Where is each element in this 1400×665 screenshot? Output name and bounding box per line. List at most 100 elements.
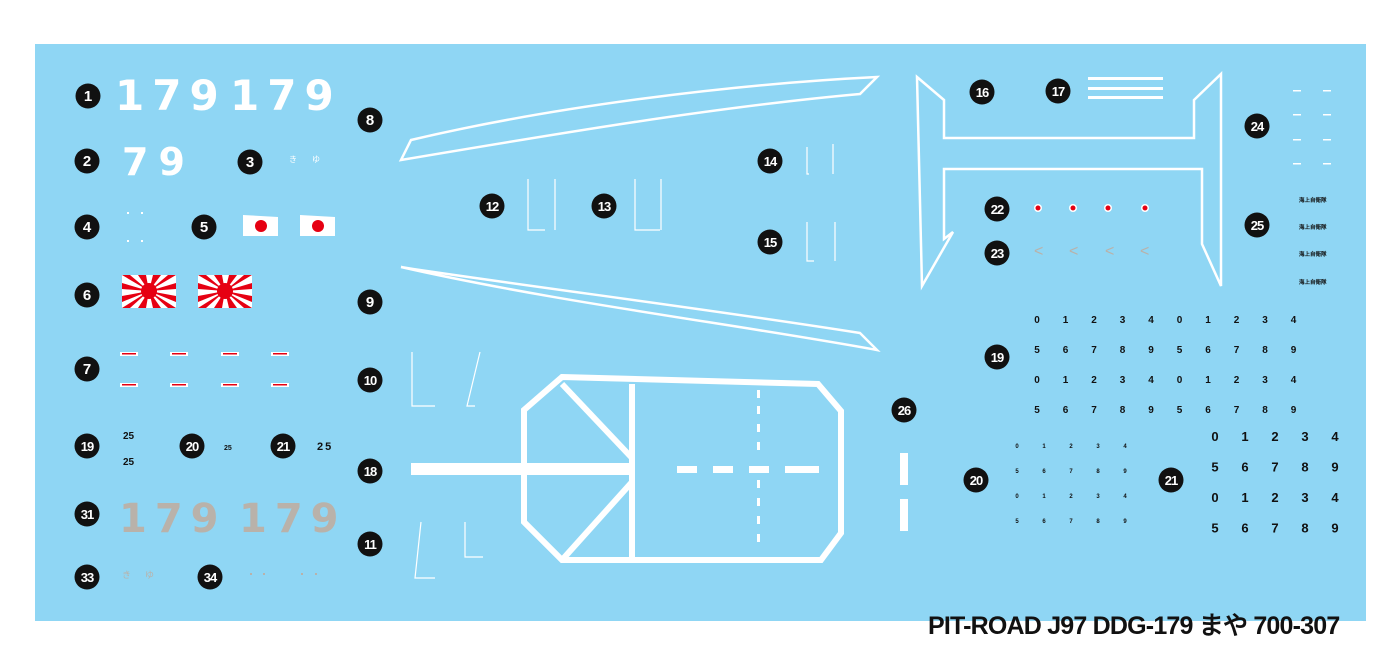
- dot-mark: [127, 212, 129, 214]
- digit-21: 6: [1241, 521, 1248, 536]
- small-number-3: 25: [224, 445, 232, 452]
- digit-20: 5: [1015, 469, 1019, 475]
- digit-19: 5: [1034, 405, 1040, 416]
- svg-text:2: 2: [83, 153, 91, 170]
- number-badge-20: 20: [179, 433, 205, 459]
- sheet-title: PIT-ROAD J97 DDG-179 まや 700-307: [928, 612, 1340, 640]
- digit-21: 5: [1211, 460, 1218, 475]
- dot-mark: [127, 240, 129, 242]
- small-number-2: 25: [123, 457, 135, 468]
- digit-20: 1: [1042, 444, 1046, 450]
- digit-20: 0: [1015, 444, 1019, 450]
- digit-20: 3: [1096, 494, 1100, 500]
- digit-19: 7: [1091, 345, 1097, 356]
- boot-topping-line-9: [400, 265, 881, 352]
- railing-marks: [411, 144, 836, 579]
- number-badge-20: 20: [963, 467, 989, 493]
- digit-20: 2: [1069, 494, 1073, 500]
- svg-text:14: 14: [764, 154, 778, 169]
- digit-21: 8: [1301, 521, 1308, 536]
- line-mark-17b: [1088, 87, 1163, 90]
- rising-sun-flag-1: [122, 275, 176, 308]
- digit-19: 6: [1063, 405, 1069, 416]
- tiny-mark-2: ゆ: [312, 155, 320, 164]
- rising-sun-flag-2: [198, 275, 252, 308]
- digit-20: 4: [1123, 444, 1127, 450]
- digit-19: 9: [1291, 405, 1297, 416]
- svg-text:24: 24: [1251, 119, 1265, 134]
- digit-19: 8: [1262, 345, 1268, 356]
- svg-text:17: 17: [1052, 84, 1065, 99]
- digit-19: 9: [1148, 345, 1154, 356]
- dot-mark: [141, 212, 143, 214]
- short-number-white: 79: [122, 140, 195, 184]
- digit-21: 3: [1301, 490, 1308, 505]
- digit-21: 5: [1211, 521, 1218, 536]
- number-badge-18: 18: [357, 458, 383, 484]
- number-badge-19: 19: [984, 344, 1010, 370]
- bow-outline-16: [915, 71, 1223, 291]
- digit-21: 9: [1331, 521, 1338, 536]
- digit-20: 5: [1015, 519, 1019, 525]
- svg-text:9: 9: [366, 294, 374, 311]
- svg-text:<: <: [1140, 243, 1149, 260]
- digit-20: 0: [1015, 494, 1019, 500]
- number-badge-11: 11: [357, 531, 383, 557]
- digit-20: 2: [1069, 444, 1073, 450]
- digit-21: 2: [1271, 429, 1278, 444]
- number-badge-4: 4: [74, 214, 100, 240]
- svg-text:23: 23: [991, 246, 1004, 261]
- svg-text:11: 11: [364, 537, 377, 552]
- svg-text:34: 34: [204, 570, 218, 585]
- deck-dashes-18: [677, 466, 819, 473]
- number-badge-33: 33: [74, 564, 100, 590]
- svg-text:20: 20: [970, 473, 983, 488]
- digit-19: 6: [1205, 345, 1211, 356]
- digit-19: 2: [1234, 375, 1240, 386]
- digit-20: 7: [1069, 469, 1073, 475]
- digit-20: 4: [1123, 494, 1127, 500]
- line-mark-17c: [1088, 96, 1163, 99]
- digit-21: 1: [1241, 429, 1248, 444]
- svg-text:4: 4: [83, 219, 92, 236]
- digit-19: 1: [1205, 375, 1211, 386]
- digit-19: 5: [1177, 345, 1183, 356]
- digit-21: 7: [1271, 460, 1278, 475]
- svg-text:25: 25: [1251, 218, 1264, 233]
- deck-line-18: [411, 463, 634, 475]
- small-number-4: 25: [317, 441, 333, 453]
- hinomaru-flag-2: [300, 215, 335, 236]
- digit-20: 6: [1042, 469, 1046, 475]
- digit-19: 3: [1120, 315, 1126, 326]
- number-badge-2: 2: [74, 148, 100, 174]
- digit-19: 0: [1177, 375, 1183, 386]
- digit-20: 9: [1123, 519, 1127, 525]
- number-badge-17: 17: [1045, 78, 1071, 104]
- jmsdf-labels-25: 海上自衛隊 海上自衛隊 海上自衛隊 海上自衛隊: [1299, 196, 1327, 286]
- digit-19: 7: [1234, 345, 1240, 356]
- grey-tiny-1: き: [122, 570, 131, 580]
- digit-19: 1: [1063, 315, 1069, 326]
- digit-20: 9: [1123, 469, 1127, 475]
- digit-19: 5: [1034, 345, 1040, 356]
- digit-19: 3: [1262, 375, 1268, 386]
- chevron-marks-23: << <<: [1034, 243, 1149, 260]
- dot-mark: [141, 240, 143, 242]
- svg-text:海上自衛隊: 海上自衛隊: [1299, 196, 1327, 204]
- hinomaru-flag-1: [243, 215, 278, 236]
- digit-19: 4: [1291, 375, 1297, 386]
- digit-21: 0: [1211, 429, 1218, 444]
- digit-21: 4: [1331, 490, 1339, 505]
- grey-tiny-2: ゆ: [145, 570, 154, 580]
- number-badge-24: 24: [1244, 113, 1270, 139]
- svg-text:6: 6: [83, 287, 91, 304]
- digit-19: 4: [1148, 375, 1154, 386]
- digit-21: 8: [1301, 460, 1308, 475]
- svg-text:<: <: [1069, 243, 1078, 260]
- digit-19: 5: [1177, 405, 1183, 416]
- digit-19: 4: [1291, 315, 1297, 326]
- number-badge-16: 16: [969, 79, 995, 105]
- digit-19: 1: [1205, 315, 1211, 326]
